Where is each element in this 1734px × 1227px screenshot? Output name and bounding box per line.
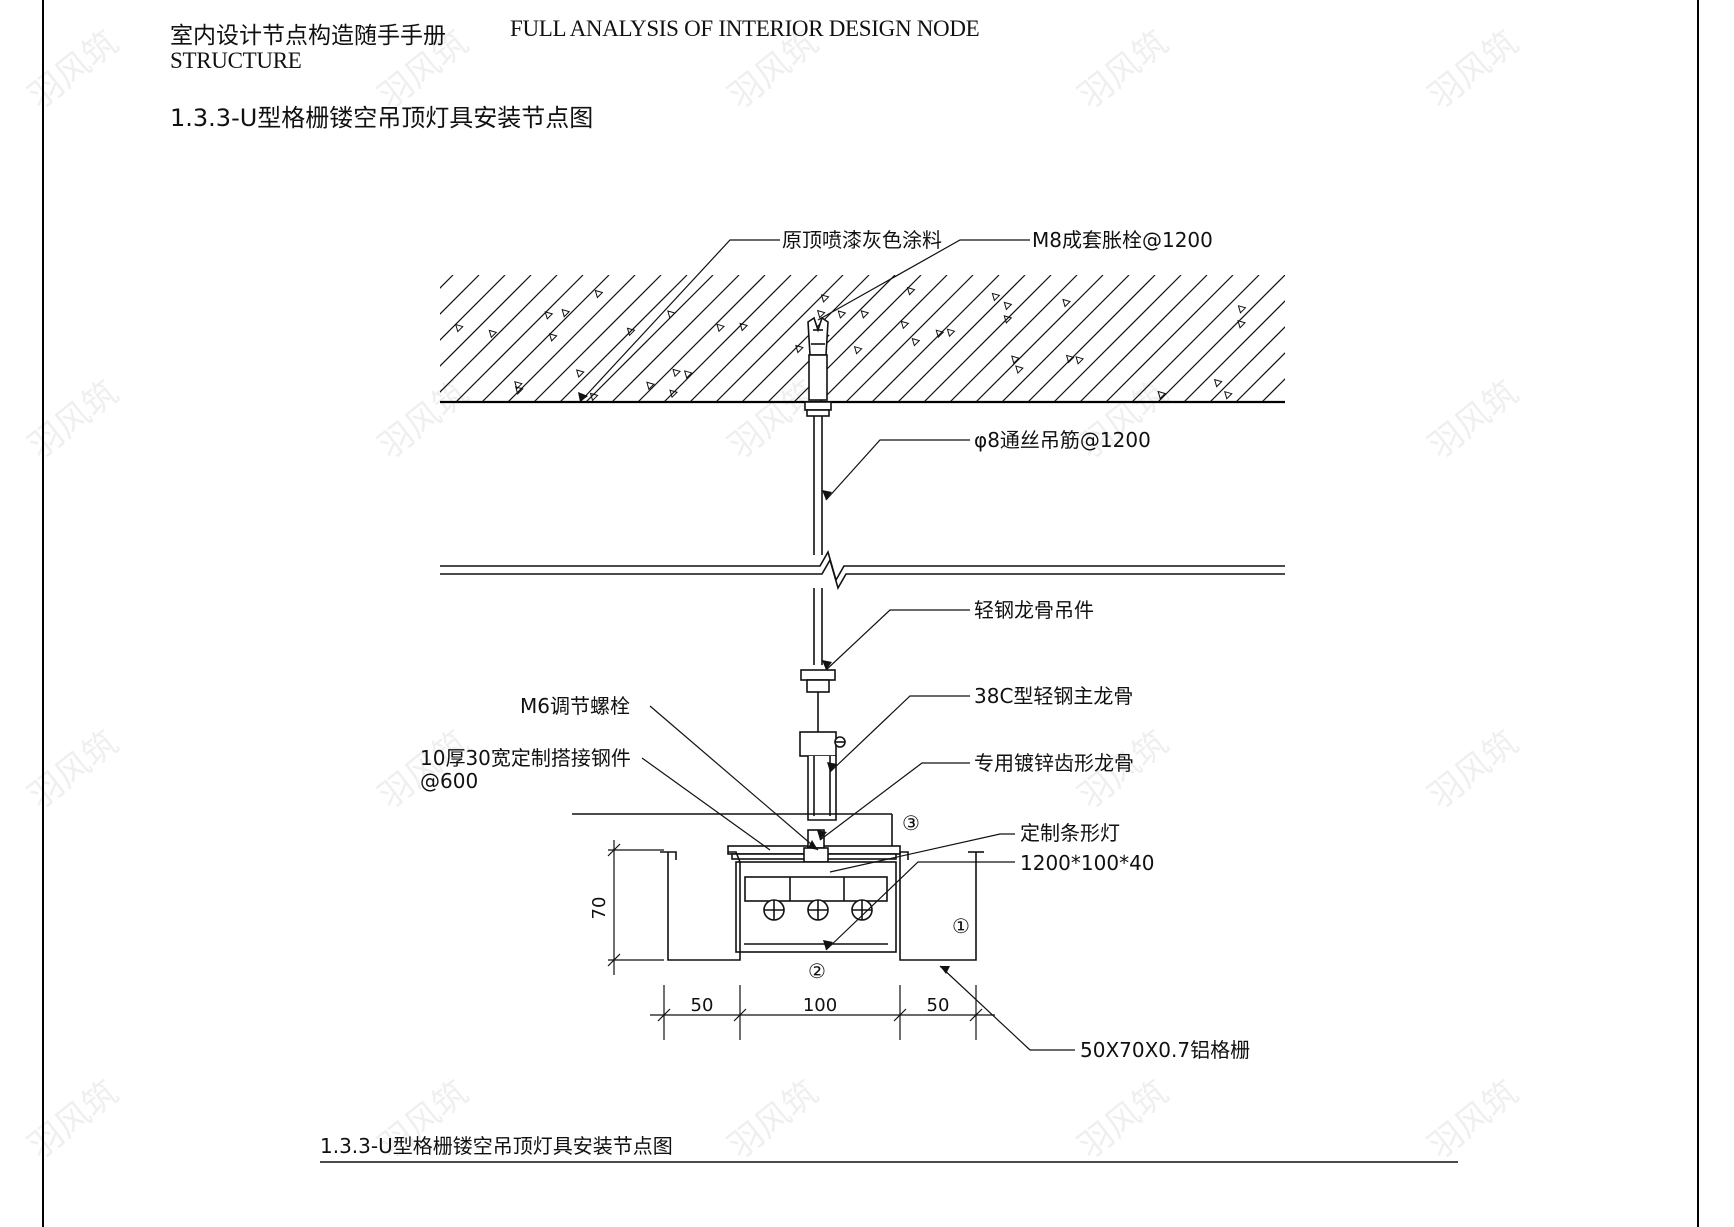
markers: ① ② ③ (808, 811, 970, 983)
leader-lines (579, 239, 1075, 1051)
watermark: 羽风筑 (1071, 373, 1176, 467)
watermark: 羽风筑 (1421, 23, 1526, 117)
watermark: 羽风筑 (1071, 23, 1176, 117)
anchor-bolt (804, 316, 832, 417)
watermark: 羽风筑 (21, 723, 126, 817)
hanger-clip (799, 669, 846, 757)
label-connector-plate-2: @600 (420, 769, 478, 793)
label-m6-bolt: M6调节螺栓 (520, 694, 630, 718)
label-tooth-keel: 专用镀锌齿形龙骨 (974, 751, 1134, 775)
right-border-line (1697, 0, 1699, 1227)
concrete-slab (440, 275, 1285, 404)
label-strip-light-1: 定制条形灯 (1020, 821, 1120, 845)
label-hanger-rod: φ8通丝吊筋@1200 (974, 428, 1151, 452)
header-title-en-line2: STRUCTURE (170, 48, 302, 73)
dim-width-left: 50 (691, 995, 714, 1016)
marker-2: ② (808, 959, 826, 983)
label-connector-plate-1: 10厚30宽定制搭接钢件 (420, 746, 631, 770)
leader-arrowheads (578, 392, 950, 974)
watermark: 羽风筑 (371, 23, 476, 117)
watermark: 羽风筑 (21, 373, 126, 467)
label-strip-light-2: 1200*100*40 (1020, 851, 1155, 875)
label-hanger-clip: 轻钢龙骨吊件 (974, 598, 1094, 622)
dim-width-mid: 100 (803, 995, 837, 1016)
strip-light (735, 861, 897, 953)
watermark: 羽风筑 (21, 1073, 126, 1167)
hanger-rod (813, 416, 823, 665)
dim-width-right: 50 (927, 995, 950, 1016)
label-main-keel: 38C型轻钢主龙骨 (974, 684, 1133, 708)
left-border-line (42, 0, 44, 1227)
watermark: 羽风筑 (21, 23, 126, 117)
u-grille (660, 851, 984, 961)
watermark-layer: 羽风筑 羽风筑 羽风筑 羽风筑 羽风筑 羽风筑 羽风筑 羽风筑 羽风筑 羽风筑 … (21, 23, 1526, 1167)
label-anchor-bolt: M8成套胀栓@1200 (1032, 228, 1213, 252)
watermark: 羽风筑 (1071, 1073, 1176, 1167)
watermark: 羽风筑 (721, 1073, 826, 1167)
header-title-cn: 室内设计节点构造随手手册 (170, 23, 446, 49)
footer-caption: 1.3.3-U型格栅镂空吊顶灯具安装节点图 (320, 1134, 673, 1158)
label-grille: 50X70X0.7铝格栅 (1080, 1038, 1250, 1062)
marker-1: ① (952, 914, 970, 938)
watermark: 羽风筑 (721, 23, 826, 117)
dim-height: 70 (589, 897, 610, 920)
watermark: 羽风筑 (1421, 723, 1526, 817)
marker-3: ③ (902, 811, 920, 835)
header-title-en: FULL ANALYSIS OF INTERIOR DESIGN NODE (510, 16, 980, 41)
dimension-lines (607, 840, 995, 1040)
label-ceiling-paint: 原顶喷漆灰色涂料 (782, 228, 942, 252)
watermark: 羽风筑 (371, 373, 476, 467)
watermark: 羽风筑 (1421, 373, 1526, 467)
break-line (440, 549, 1285, 591)
watermark: 羽风筑 (1421, 1073, 1526, 1167)
section-title: 1.3.3-U型格栅镂空吊顶灯具安装节点图 (170, 104, 594, 132)
